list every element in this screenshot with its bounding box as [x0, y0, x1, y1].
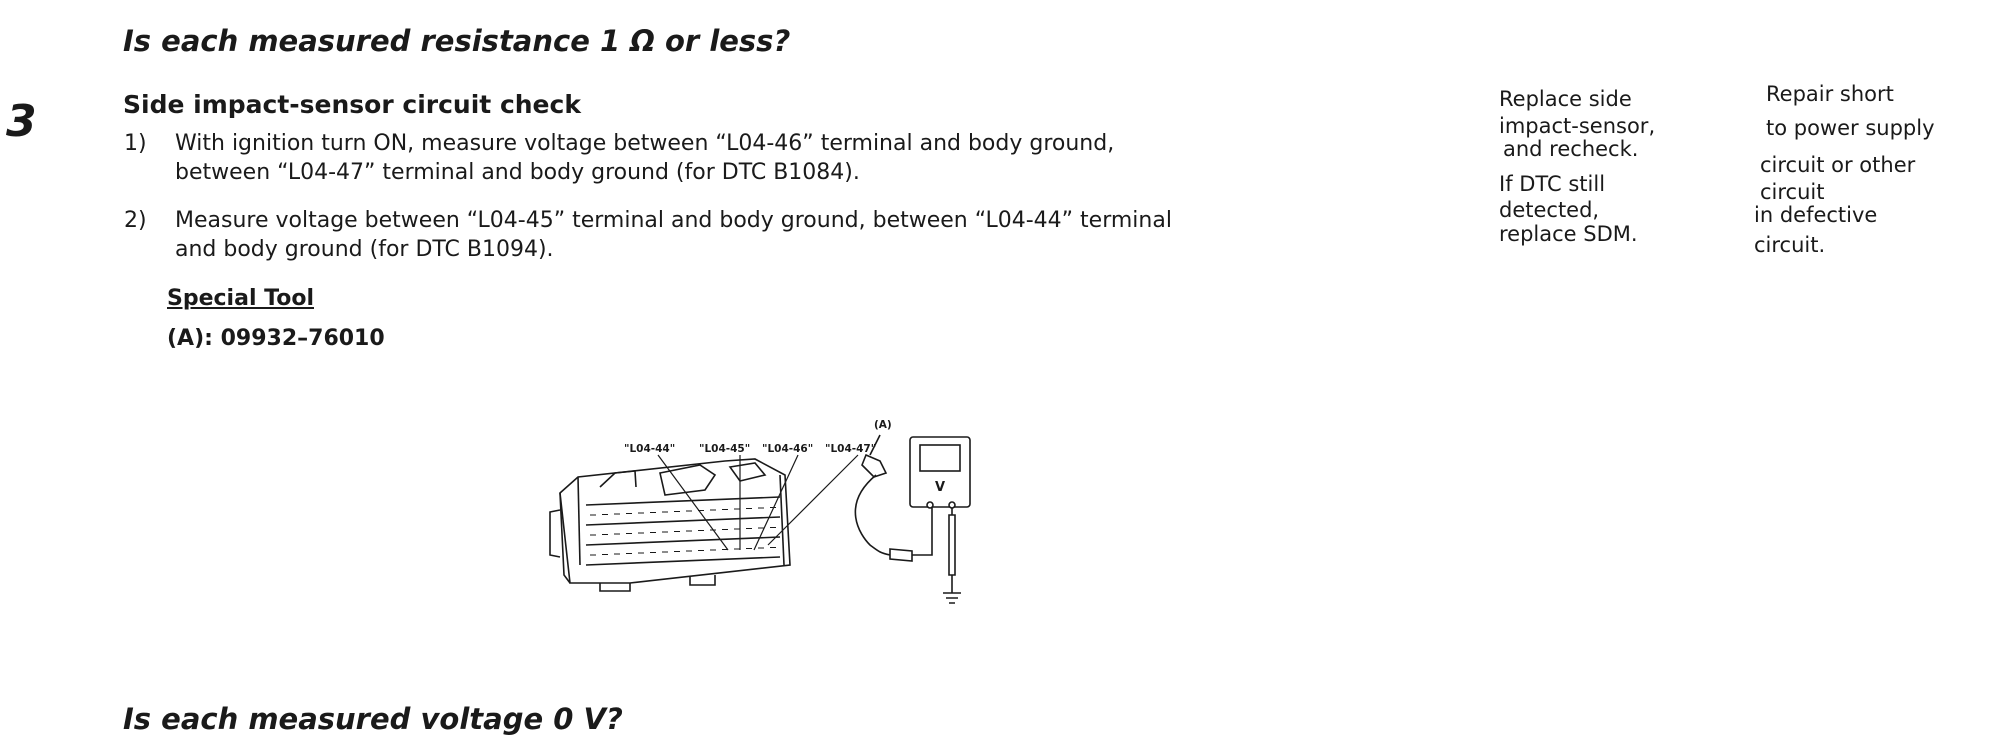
- yes-action-line: impact-sensor,: [1499, 114, 1656, 138]
- terminal-leader-lines: [657, 454, 859, 551]
- item-number: 1): [124, 131, 147, 156]
- question-resistance: Is each measured resistance 1 Ω or less?: [123, 24, 791, 58]
- no-action-line: in defective: [1754, 203, 1878, 227]
- yes-action-line: Replace side: [1499, 87, 1632, 111]
- special-tool-label: Special Tool: [167, 286, 314, 311]
- meter-label: V: [935, 480, 945, 495]
- no-action-line: circuit: [1760, 180, 1825, 204]
- item-line: With ignition turn ON, measure voltage b…: [175, 131, 1115, 156]
- step-number: 3: [6, 96, 37, 147]
- item-number: 2): [124, 208, 147, 233]
- item-line: and body ground (for DTC B1094).: [175, 237, 554, 262]
- tool-label: (A): [874, 419, 892, 431]
- voltmeter: [909, 436, 971, 593]
- no-action-line: Repair short: [1766, 82, 1894, 106]
- yes-action: Replace side impact-sensor, and recheck.…: [1499, 87, 1679, 267]
- no-action: Repair short to power supply circuit or …: [1754, 82, 1994, 272]
- terminal-label-l04-46: "L04-46": [762, 443, 813, 455]
- terminal-label-l04-45: "L04-45": [699, 443, 750, 455]
- terminal-label-l04-44: "L04-44": [624, 443, 675, 455]
- list-item: 2) Measure voltage between “L04-45” term…: [124, 206, 1424, 266]
- yes-action-line: detected,: [1499, 198, 1600, 222]
- ground-icon: [943, 592, 961, 604]
- list-item: 1) With ignition turn ON, measure voltag…: [124, 129, 1424, 189]
- yes-action-line: and recheck.: [1503, 137, 1639, 161]
- probe-tool: [854, 434, 933, 562]
- no-action-line: circuit or other: [1760, 153, 1916, 177]
- no-action-line: circuit.: [1754, 233, 1826, 257]
- yes-action-line: replace SDM.: [1499, 222, 1638, 246]
- step-title: Side impact-sensor circuit check: [123, 90, 581, 119]
- terminal-label-l04-47: "L04-47": [825, 443, 876, 455]
- question-voltage: Is each measured voltage 0 V?: [123, 702, 623, 736]
- sdm-connector: [549, 458, 791, 592]
- item-line: between “L04-47” terminal and body groun…: [175, 160, 860, 185]
- yes-action-line: If DTC still: [1499, 172, 1606, 196]
- special-tool-code: (A): 09932–76010: [167, 326, 385, 351]
- item-line: Measure voltage between “L04-45” termina…: [175, 208, 1172, 233]
- no-action-line: to power supply: [1766, 116, 1935, 140]
- connector-voltage-diagram: "L04-44" "L04-45" "L04-46" "L04-47" (A) …: [549, 419, 971, 604]
